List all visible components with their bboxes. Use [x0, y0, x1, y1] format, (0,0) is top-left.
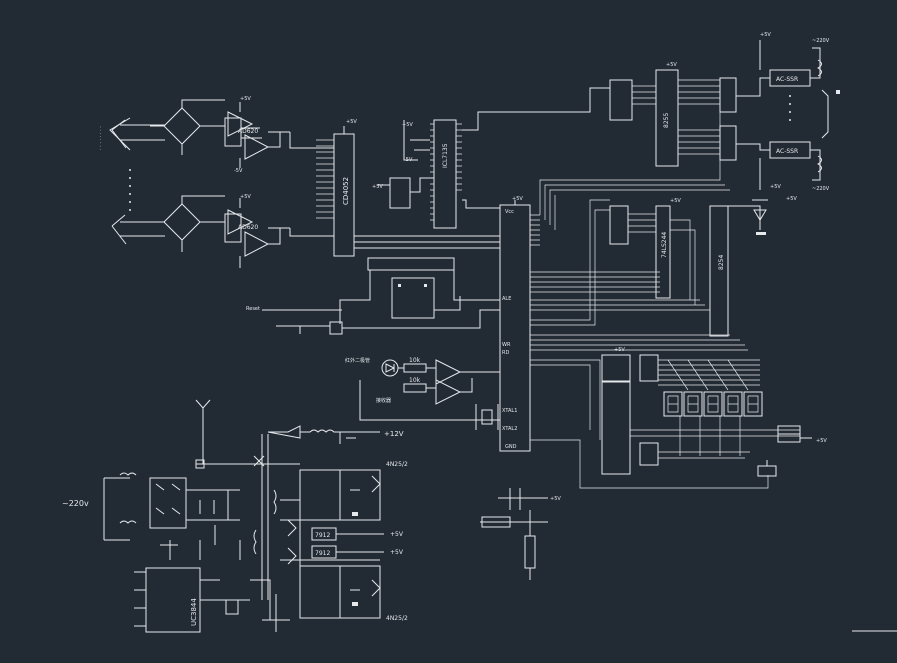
adc-chip: [433, 119, 457, 229]
driver-mid: [719, 125, 737, 161]
decoder-label: 74LS244: [661, 232, 668, 258]
res-10k-a-label: 10k: [409, 357, 421, 364]
mcu-wr: WR: [502, 342, 511, 348]
ref-chip: [389, 177, 411, 209]
resistor-bottom: [481, 516, 511, 528]
vplus-decoder: +5V: [670, 198, 681, 204]
mcu-xtal2: XTAL2: [502, 426, 517, 432]
segment-driver: [639, 354, 659, 382]
clock-chip: [391, 277, 435, 319]
crystal-block: [367, 257, 455, 271]
mcu-gnd: GND: [505, 444, 517, 450]
mcu-xtal1: XTAL1: [502, 408, 517, 414]
ac220-bottom: ~220V: [812, 186, 830, 192]
resistor-vertical: [524, 535, 536, 569]
vminus-adc: -5V: [404, 157, 413, 163]
vplus-bottom: +5V: [240, 194, 251, 200]
latch-display: [601, 354, 631, 382]
display-driver: [601, 381, 631, 475]
svg-text:· · · · · · · ·: · · · · · · · ·: [98, 126, 104, 150]
regulator-top-label: 7912: [315, 532, 330, 539]
ssr-bottom-label: AC-SSR: [776, 148, 798, 155]
vout1-label: +5V: [390, 531, 404, 538]
opto-bottom-label: 4N25/2: [386, 615, 408, 622]
ir-note: 红外二极管: [345, 357, 370, 364]
bridge-top: [109, 99, 290, 168]
mosfet: [225, 599, 239, 615]
mcu-rd: RD: [502, 350, 509, 356]
ssr-top-label: AC-SSR: [776, 76, 798, 83]
mcu-chip: [499, 204, 531, 452]
vplus-timer-ref: +5V: [786, 196, 797, 202]
mcu-ale: ALE: [502, 296, 511, 302]
reset-label: Reset: [246, 306, 260, 312]
crystal: [481, 409, 493, 425]
ac220-label: ~220v: [62, 499, 89, 508]
vplus-adc: +5V: [402, 122, 413, 128]
seven-seg-display: [663, 391, 763, 417]
vplus-ppi: +5V: [666, 62, 677, 68]
resistor-display-b: [777, 433, 801, 443]
vplus-ref: +5V: [372, 184, 383, 190]
rectifier-block: [149, 477, 187, 529]
ppi-label: 8255: [663, 113, 670, 128]
vminus: -5V: [234, 168, 243, 174]
opto-top-label: 4N25/2: [386, 461, 408, 468]
ir-diode: [381, 359, 399, 377]
digit-driver: [639, 442, 659, 466]
timer-chip: [709, 205, 729, 337]
vplus-top: +5V: [240, 96, 251, 102]
vplus-bottom-circuit: +5V: [550, 496, 561, 502]
res-10k-b-label: 10k: [409, 377, 421, 384]
mcu-vcc: Vcc: [505, 209, 514, 215]
vplus-display: +5V: [614, 347, 625, 353]
regulator-bottom-label: 7912: [315, 550, 330, 557]
vplus-ssr-bottom: +5V: [770, 184, 781, 190]
mux-chip-label: CD4052: [342, 177, 350, 205]
ac220-top: ~220V: [812, 38, 830, 44]
vplus-ssr-top: +5V: [760, 32, 771, 38]
plus12-label: +12V: [384, 430, 404, 438]
ppi-8255-chip: [655, 69, 679, 167]
pwm-chip-label: UC3844: [190, 598, 198, 626]
opamp-label-top: AD620: [238, 128, 258, 135]
driver-top: [719, 77, 737, 113]
resistor-10k-a: [403, 363, 427, 373]
resistor-10k-b: [403, 383, 427, 393]
latch-top: [609, 79, 633, 121]
vplus-mux: +5V: [346, 119, 357, 125]
timer-label: 8254: [718, 255, 725, 270]
adc-chip-label: ICL7135: [442, 143, 449, 168]
dot-column: [129, 169, 131, 211]
decoder-chip: [655, 205, 671, 299]
ir-note2: 接收器: [376, 397, 391, 404]
opamp-label-bottom: AD620: [238, 224, 258, 231]
vout2-label: +5V: [390, 549, 404, 556]
latch-mid: [609, 205, 629, 245]
vplus-mcu: +5V: [512, 196, 523, 202]
bridge-bottom: [111, 195, 290, 268]
vplus-display-res: +5V: [816, 438, 827, 444]
buzzer-box: [757, 465, 777, 477]
